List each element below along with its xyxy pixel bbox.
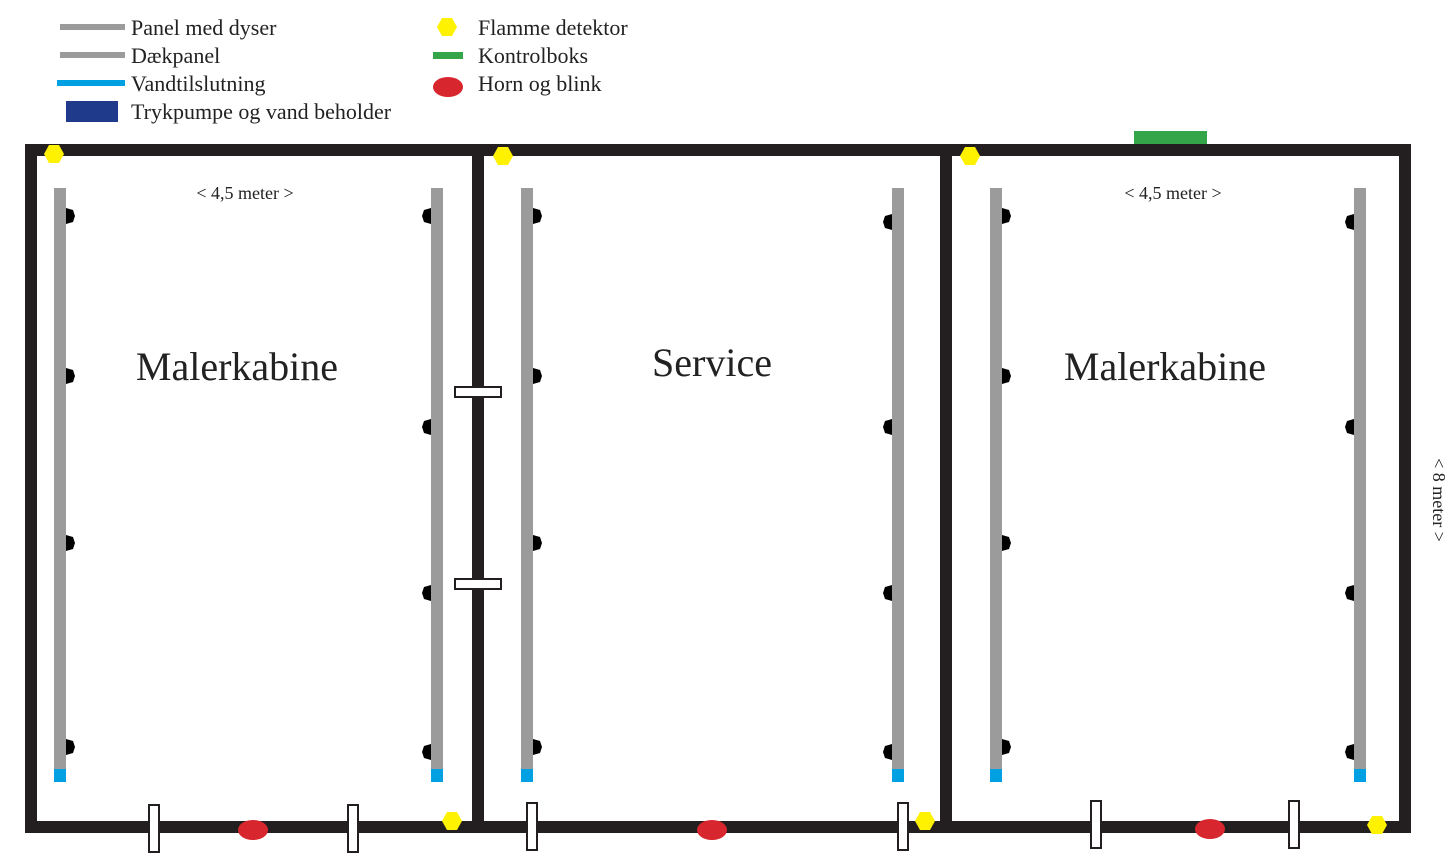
legend-vandtilslutning-icon [57, 80, 125, 86]
legend-label-daekpanel: Dækpanel [131, 43, 220, 68]
nozzle [1002, 535, 1011, 551]
flame-detector [960, 147, 980, 165]
nozzle-panels [54, 188, 1366, 782]
room-label-malerkabine-right: Malerkabine [1064, 344, 1266, 389]
flame-detector [442, 812, 462, 830]
nozzle [66, 739, 75, 755]
legend: Panel med dyser Dækpanel Vandtilslutning… [57, 15, 628, 124]
flame-detector [915, 812, 935, 830]
legend-panel-med-dyser-icon [60, 24, 125, 30]
legend-label-kontrolboks: Kontrolboks [478, 43, 588, 68]
wall-top [25, 144, 1411, 156]
nozzle [1345, 419, 1354, 435]
nozzle [883, 419, 892, 435]
wall-divider-1 [472, 144, 484, 833]
vandtilslutning [431, 769, 443, 782]
control-box [1134, 131, 1207, 145]
horn-og-blink [697, 820, 727, 840]
internal-door [454, 386, 502, 398]
room-label-malerkabine-left: Malerkabine [136, 344, 338, 389]
depth-label: < 8 meter > [1429, 458, 1447, 542]
legend-label-horn-og-blink: Horn og blink [478, 71, 601, 96]
flame-detector [44, 145, 64, 163]
room-width-label: < 4,5 meter > [196, 183, 293, 203]
wall-right [1399, 144, 1411, 833]
wall-divider-2 [940, 144, 952, 833]
vandtilslutning [54, 769, 66, 782]
horn-og-blink [1195, 819, 1225, 839]
nozzle [533, 535, 542, 551]
internal-door [454, 578, 502, 590]
nozzle [422, 585, 431, 601]
nozzle [66, 535, 75, 551]
nozzle [422, 744, 431, 760]
flame-detector [1367, 816, 1387, 834]
nozzle [883, 214, 892, 230]
nozzle [533, 208, 542, 224]
nozzle [1345, 585, 1354, 601]
flame-detectors [44, 145, 1387, 834]
nozzle [1002, 368, 1011, 384]
nozzle [422, 208, 431, 224]
legend-horn-icon [433, 77, 463, 97]
vandtilslutning [1354, 769, 1366, 782]
door-post [1288, 800, 1300, 849]
nozzle [66, 368, 75, 384]
panel-med-dyser [54, 188, 66, 770]
door-post [1090, 800, 1102, 849]
walls [25, 144, 1411, 833]
flame-detector [493, 147, 513, 165]
panel-med-dyser [521, 188, 533, 770]
panel-med-dyser [431, 188, 443, 770]
door-post [347, 804, 359, 853]
vandtilslutning [892, 769, 904, 782]
vandtilslutning [521, 769, 533, 782]
legend-label-trykpumpe: Trykpumpe og vand beholder [131, 99, 392, 124]
vandtilslutning [990, 769, 1002, 782]
door-post [897, 802, 909, 851]
nozzle [533, 368, 542, 384]
room-label-service: Service [652, 340, 772, 385]
nozzle [1002, 208, 1011, 224]
panel-med-dyser [892, 188, 904, 770]
legend-trykpumpe-icon [66, 101, 118, 122]
nozzle [883, 744, 892, 760]
room-width-label: < 4,5 meter > [1124, 183, 1221, 203]
legend-daekpanel-icon [60, 52, 125, 58]
panel-med-dyser [1354, 188, 1366, 770]
nozzle [66, 208, 75, 224]
nozzle [533, 739, 542, 755]
legend-label-panel-med-dyser: Panel med dyser [131, 15, 277, 40]
legend-label-flamme-detektor: Flamme detektor [478, 15, 628, 40]
horns [238, 819, 1225, 840]
horn-og-blink [238, 820, 268, 840]
panel-med-dyser [990, 188, 1002, 770]
wall-left [25, 144, 37, 833]
door-post [526, 802, 538, 851]
legend-control-box-icon [433, 52, 463, 59]
nozzle [1002, 739, 1011, 755]
legend-flame-detector-icon [437, 18, 457, 36]
nozzle [1345, 214, 1354, 230]
legend-label-vandtilslutning: Vandtilslutning [131, 71, 265, 96]
door-post [148, 804, 160, 853]
nozzle [883, 585, 892, 601]
door-posts [148, 800, 1300, 853]
nozzle [422, 419, 431, 435]
nozzle [1345, 744, 1354, 760]
